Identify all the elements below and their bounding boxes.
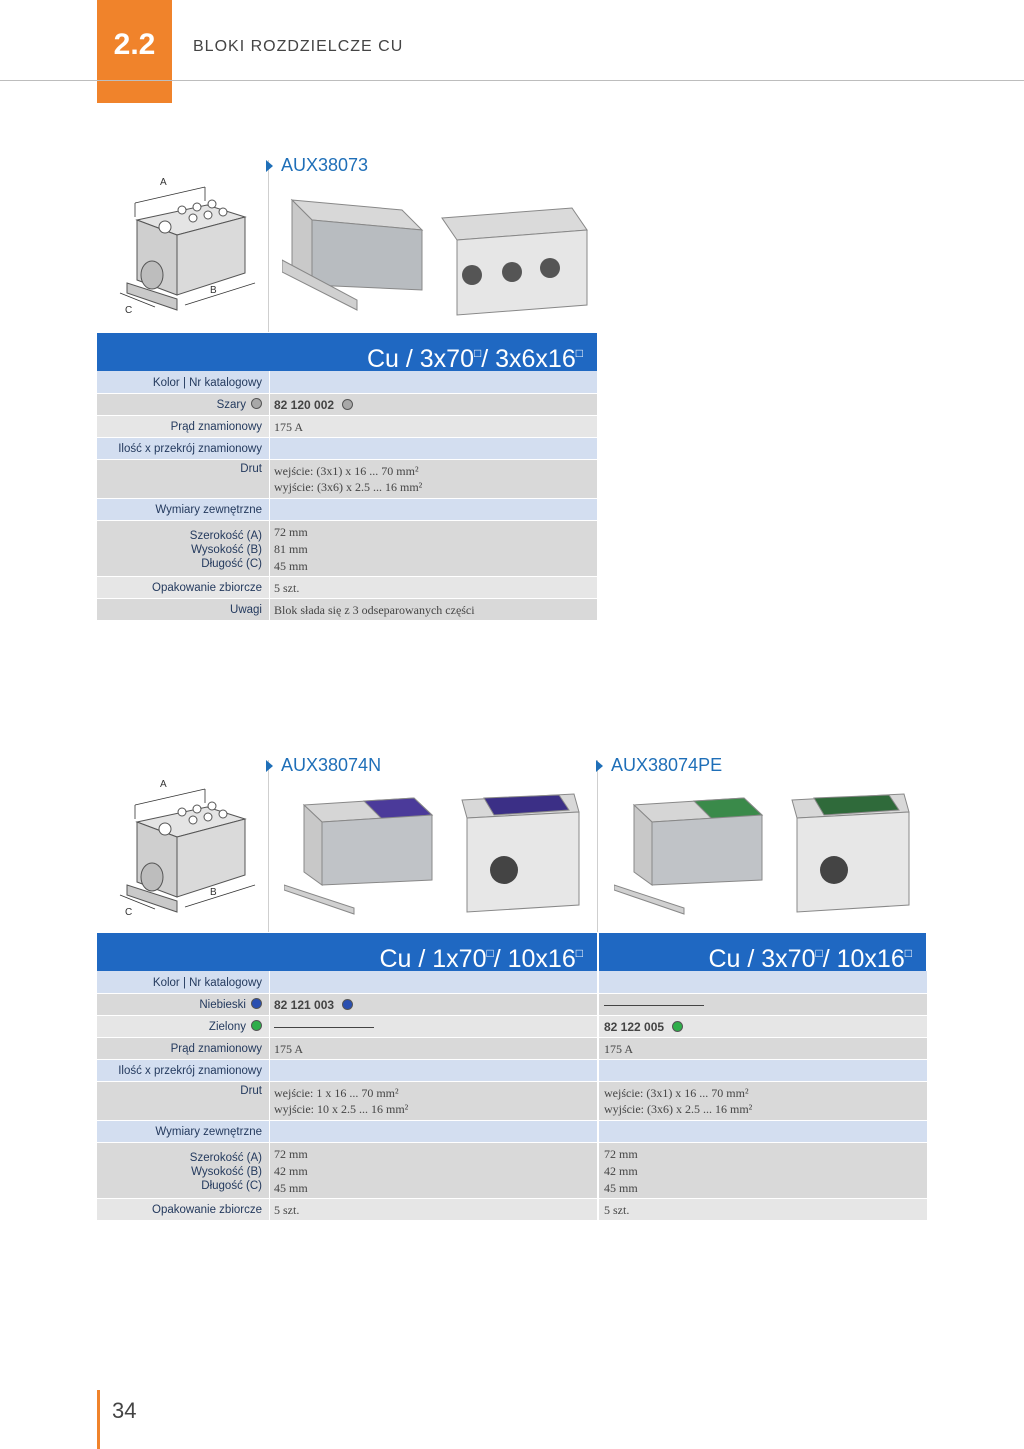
row-value: Blok słada się z 3 odseparowanych części — [274, 603, 475, 617]
empty-dash — [599, 994, 927, 1015]
table-row: Ilość x przekrój znamionowy — [97, 438, 597, 460]
table-row: Uwagi Blok słada się z 3 odseparowanych … — [97, 599, 597, 621]
spec-header-left-1 — [97, 333, 270, 371]
dim-b-label: B — [210, 285, 217, 296]
table-row: Szary 82 120 002 — [97, 394, 597, 416]
table-row: Ilość x przekrój znamionowy — [97, 1060, 927, 1082]
table-row: Kolor | Nr katalogowy — [97, 371, 597, 394]
row-label: Prąd znamionowy — [170, 1043, 262, 1055]
row-value: 175 A — [604, 1042, 634, 1056]
product-name: AUX38073 — [281, 155, 369, 175]
row-label: Niebieski — [97, 994, 269, 1015]
empty-dash — [269, 1016, 597, 1037]
bullet-triangle-icon — [266, 759, 273, 772]
table-row: Wymiary zewnętrzne — [97, 499, 597, 521]
column-separator — [597, 994, 599, 1221]
gray-dot-icon — [251, 398, 262, 409]
table-row: Kolor | Nr katalogowy — [97, 971, 927, 994]
blue-dot-icon — [342, 999, 354, 1010]
catalog-number: 82 120 002 — [269, 394, 597, 415]
table-row: Prąd znamionowy 175 A 175 A — [97, 1038, 927, 1060]
row-label: Uwagi — [230, 604, 262, 616]
page-number-bar — [97, 1390, 100, 1449]
product-title-3: AUX38074PE — [596, 755, 722, 776]
dimension-drawing-1: A B C — [119, 177, 256, 316]
dim-c-label: C — [125, 907, 132, 918]
table-row: Wymiary zewnętrzne — [97, 1121, 927, 1143]
table-row: Niebieski 82 121 003 — [97, 994, 927, 1016]
spec-header-3: Cu / 3x70□/ 10x16□ — [599, 933, 926, 973]
row-label: Drut — [240, 1085, 262, 1097]
row-value: 5 szt. — [274, 1203, 300, 1217]
product-name: AUX38074PE — [611, 755, 723, 775]
spec-header-1: Cu / 3x70□/ 3x6x16□ — [270, 333, 597, 373]
column-divider — [597, 760, 598, 932]
row-label: Opakowanie zbiorcze — [152, 1204, 262, 1216]
row-value: 5 szt. — [274, 581, 300, 595]
bullet-triangle-icon — [596, 759, 603, 772]
product-photo-1 — [282, 198, 588, 316]
column-separator — [269, 971, 270, 1221]
row-label: Ilość x przekrój znamionowy — [118, 443, 262, 455]
dim-c-label: C — [125, 305, 132, 316]
dim-a-label: A — [160, 177, 167, 188]
blue-dot-icon — [251, 998, 262, 1009]
row-label: Zielony — [97, 1016, 269, 1037]
spec-header-left-2 — [97, 933, 270, 971]
row-label: Drut — [240, 463, 262, 475]
product-title-1: AUX38073 — [266, 155, 368, 176]
column-divider — [268, 160, 269, 332]
catalog-number: 82 121 003 — [269, 994, 597, 1015]
row-label: Opakowanie zbiorcze — [152, 582, 262, 594]
section-number: 2.2 — [113, 28, 156, 61]
gray-dot-icon — [342, 399, 354, 410]
row-value: 175 A — [274, 1042, 304, 1056]
page-number: 34 — [112, 1398, 137, 1423]
dim-b-label: B — [210, 887, 217, 898]
dimension-drawing-2: A B C — [119, 779, 256, 918]
catalog-number: 82 122 005 — [599, 1016, 927, 1037]
green-dot-icon — [672, 1021, 684, 1032]
table-row: Prąd znamionowy 175 A — [97, 416, 597, 438]
column-divider — [268, 760, 269, 932]
section-title: BLOKI ROZDZIELCZE CU — [193, 38, 404, 55]
row-label: Kolor | Nr katalogowy — [152, 377, 262, 389]
green-dot-icon — [251, 1020, 262, 1031]
table-row: Opakowanie zbiorcze 5 szt. — [97, 577, 597, 599]
product-name: AUX38074N — [281, 755, 382, 775]
product-photo-3 — [614, 793, 910, 915]
row-label: Szerokość (A)Wysokość (B)Długość (C) — [189, 530, 262, 570]
table-row: Szerokość (A)Wysokość (B)Długość (C) 72 … — [97, 521, 597, 577]
row-label: Ilość x przekrój znamionowy — [118, 1065, 262, 1077]
row-value: 175 A — [274, 420, 304, 434]
row-label: Szary — [97, 394, 269, 415]
product-photo-2 — [284, 793, 580, 915]
table-row: Szerokość (A)Wysokość (B)Długość (C) 72 … — [97, 1143, 927, 1199]
row-label: Wymiary zewnętrzne — [155, 1126, 262, 1138]
bullet-triangle-icon — [266, 159, 273, 172]
row-label: Szerokość (A)Wysokość (B)Długość (C) — [189, 1152, 262, 1192]
dim-a-label: A — [160, 779, 167, 790]
product-title-2: AUX38074N — [266, 755, 381, 776]
table-row: Zielony 82 122 005 — [97, 1016, 927, 1038]
column-separator — [269, 371, 270, 621]
row-label: Wymiary zewnętrzne — [155, 504, 262, 516]
table-row: Opakowanie zbiorcze 5 szt. 5 szt. — [97, 1199, 927, 1221]
row-value: 5 szt. — [604, 1203, 630, 1217]
row-label: Kolor | Nr katalogowy — [152, 977, 262, 989]
section-badge — [97, 0, 172, 103]
spec-header-2: Cu / 1x70□/ 10x16□ — [270, 933, 597, 973]
row-label: Prąd znamionowy — [170, 421, 262, 433]
header-rule — [0, 80, 1024, 81]
